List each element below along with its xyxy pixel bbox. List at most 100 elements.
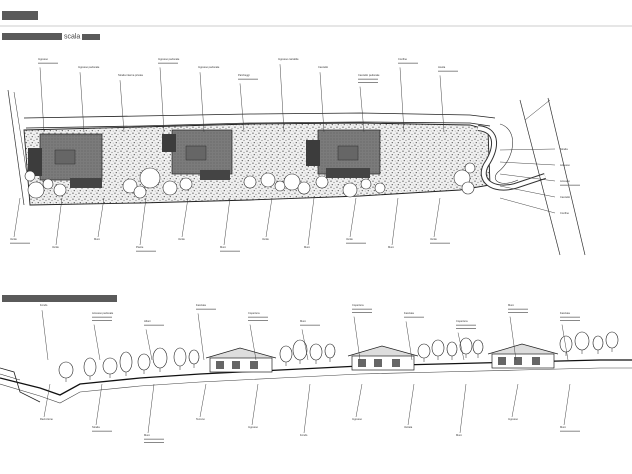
elevation-tree <box>605 331 619 352</box>
callout-leader <box>147 383 155 434</box>
building-3 <box>306 129 381 178</box>
callout-label: Confine <box>560 211 569 215</box>
road-edge <box>23 112 496 119</box>
callout-label: Recinzione <box>40 417 53 421</box>
callout-leader <box>355 383 363 418</box>
plan-callout-top: Aiuola <box>438 65 458 133</box>
tree-circle <box>24 170 36 182</box>
callout-leader <box>39 67 45 133</box>
callout-leader <box>93 324 101 361</box>
elevation-tree <box>431 339 445 360</box>
callout-leader <box>199 383 207 418</box>
left-fence <box>0 373 21 381</box>
elevation-callout-bottom: Ingresso <box>508 383 519 421</box>
plan-callout-top: Strada interna privata <box>118 73 143 133</box>
access-road-cross <box>524 99 551 121</box>
plan-callout-right: Accesso <box>499 173 580 186</box>
elevation-tree <box>417 343 431 362</box>
elevation-callout-bottom: Muro <box>456 383 467 437</box>
callout-leader <box>459 383 467 434</box>
callout-label: Fondo <box>40 303 48 307</box>
tree-circle <box>461 181 475 195</box>
callout-label: Ingresso <box>38 57 49 61</box>
plan-callout-top: Parcheggi <box>238 73 258 133</box>
callout-label: Strada interna privata <box>118 73 143 77</box>
plan-trees <box>24 162 476 199</box>
tree-circle <box>464 162 476 174</box>
callout-leader <box>439 75 445 133</box>
sheet-top-label <box>2 11 38 20</box>
callout-leader <box>359 86 365 133</box>
plan-callout-bottom: Muro <box>388 197 399 249</box>
callout-label: Copertura <box>456 319 468 323</box>
elevation-callout-top: Alberi <box>144 319 164 361</box>
elevation-tree <box>472 339 484 358</box>
callout-label: Ingresso <box>248 425 259 429</box>
callout-label: Ingresso pedonale <box>158 57 180 61</box>
tree-circle <box>274 180 286 192</box>
callout-leader <box>265 197 273 238</box>
elevation-tree <box>173 347 187 370</box>
callout-label: Muro <box>94 237 100 241</box>
callout-label: Muro <box>456 433 462 437</box>
callout-label: Terreno <box>196 417 205 421</box>
elevation-callout-bottom: Vetrata <box>404 383 415 429</box>
plan-callout-bottom: Verde <box>430 197 450 244</box>
elevation-callout-top: Copertura <box>456 319 476 361</box>
callout-leader <box>199 72 205 133</box>
callout-leader <box>499 161 556 166</box>
elevation-tree <box>574 331 590 354</box>
callout-label: Muro <box>304 245 310 249</box>
callout-label: Alberi <box>144 319 151 323</box>
tree-circle <box>162 180 178 196</box>
callout-label: Ingresso <box>508 417 519 421</box>
plan-callout-bottom: Verde <box>178 197 189 241</box>
callout-leader <box>119 80 125 133</box>
building-2 <box>162 129 233 180</box>
callout-label: Cancello pedonale <box>358 73 380 77</box>
callout-leader <box>561 324 569 361</box>
callout-label: Accesso <box>560 179 570 183</box>
plan-callout-right: Confine <box>499 197 569 215</box>
plan-callout-top: Cancello pedonale <box>358 73 380 133</box>
road-edge <box>25 121 491 129</box>
redacted-title-block <box>2 11 38 20</box>
redacted-section-title <box>2 295 117 302</box>
callout-leader <box>391 197 399 246</box>
callout-leader <box>279 64 285 133</box>
elevation-callout-top: Facciata <box>404 311 424 361</box>
tree-circle <box>297 181 311 195</box>
tree-circle <box>360 178 372 190</box>
access-road <box>547 97 586 256</box>
callout-leader <box>499 148 556 151</box>
elevation-tree <box>446 341 458 360</box>
ground-line-lower <box>0 367 632 404</box>
callout-label: Confine <box>398 57 407 61</box>
plan-callout-bottom: Muro <box>94 197 105 241</box>
building-1 <box>28 133 103 188</box>
plan-callout-bottom: Muro <box>220 197 240 252</box>
plan-callout-right: Cancello <box>499 185 571 199</box>
tree-circle <box>53 183 67 197</box>
plan-callout-bottom: Verde <box>10 197 30 244</box>
callout-leader <box>319 72 325 133</box>
callout-label: Strada <box>560 147 568 151</box>
callout-label: Verde <box>178 237 185 241</box>
plan-title: scala <box>2 33 101 40</box>
callout-leader <box>499 173 556 182</box>
callout-leader <box>55 197 63 246</box>
plan-callout-top: Confine <box>398 57 418 133</box>
plan-callout-top: Cancello <box>318 65 329 133</box>
callout-label: Verde <box>52 245 59 249</box>
elevation-tree <box>309 343 323 364</box>
callout-leader <box>41 310 49 361</box>
callout-label: Copertura <box>248 311 260 315</box>
access-road <box>519 99 561 256</box>
callout-label: Cancello <box>560 195 571 199</box>
elevation-tree <box>459 337 473 358</box>
elevation-tree <box>102 357 118 378</box>
elevation-tree <box>279 345 293 366</box>
